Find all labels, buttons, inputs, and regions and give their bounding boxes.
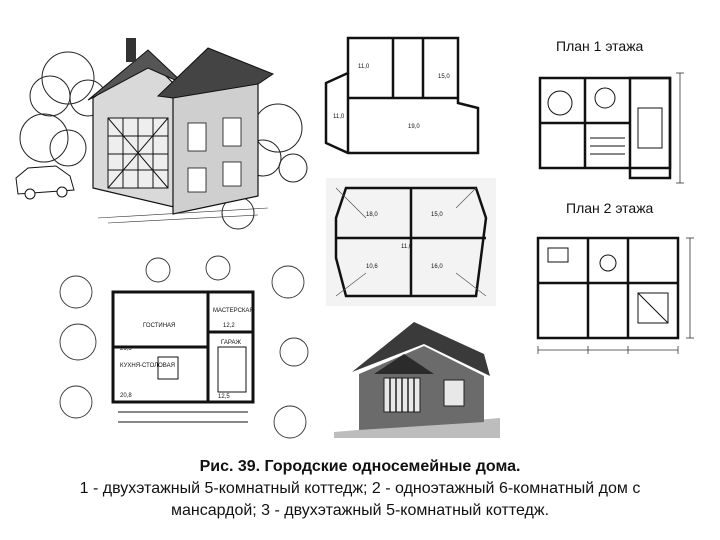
attic-plan: 18,0 15,0 16,0 10,6 11,0 [326,178,496,306]
floor2-plan [528,228,708,364]
attic-room-5-area: 11,0 [401,244,413,250]
octagon-room-3-area: 11,0 [333,114,345,120]
floor2-plan-drawing [536,236,694,354]
octagon-room-1-area: 11,0 [358,64,370,70]
attic-room-3-area: 16,0 [431,264,443,270]
attic-plan-drawing: 18,0 15,0 16,0 10,6 11,0 [326,178,496,306]
kitchen-label: КУХНЯ-СТОЛОВАЯ [120,363,175,369]
ground-area-2: 12,2 [223,323,235,329]
workshop-label: МАСТЕРСКАЯ [213,308,254,314]
living-room-label: ГОСТИНАЯ [143,323,175,329]
floor-plan-octagon: 11,0 19,0 11,0 15,0 [318,28,490,168]
caption-line-3: мансардой; 3 - двухэтажный 5-комнатный к… [170,502,550,519]
floor1-plan-title: План 1 этажа [556,38,644,54]
caption-line-1: Рис. 39. Городские односемейные дома. [199,458,521,475]
floor1-plan [530,58,702,188]
cottage-model-photo [334,314,500,438]
site-ground-plan: ГОСТИНАЯ МАСТЕРСКАЯ КУХНЯ-СТОЛОВАЯ ГАРАЖ… [58,252,310,452]
floor2-plan-title: План 2 этажа [566,200,654,216]
figure-caption: Рис. 39. Городские односемейные дома. 1 … [0,456,720,522]
attic-room-2-area: 15,0 [431,212,443,218]
garage-label: ГАРАЖ [221,340,241,346]
ground-area-3: 20,8 [120,393,132,399]
cottage-sketch-drawing [15,38,308,230]
cottage-sketch-1 [8,18,308,230]
ground-area-1: 26,3 [120,346,132,352]
octagon-room-2-area: 19,0 [408,124,420,130]
caption-line-2: 1 - двухэтажный 5-комнатный коттедж; 2 -… [79,480,641,497]
cottage-model-photo-image [334,314,500,438]
floor-plan-octagon-drawing: 11,0 19,0 11,0 15,0 [324,36,480,155]
ground-area-4: 12,5 [218,394,230,400]
attic-room-4-area: 10,6 [366,264,378,270]
attic-room-1-area: 18,0 [366,212,378,218]
site-ground-plan-drawing: ГОСТИНАЯ МАСТЕРСКАЯ КУХНЯ-СТОЛОВАЯ ГАРАЖ… [59,255,309,439]
octagon-room-4-area: 15,0 [438,74,450,80]
floor1-plan-drawing [538,72,684,184]
